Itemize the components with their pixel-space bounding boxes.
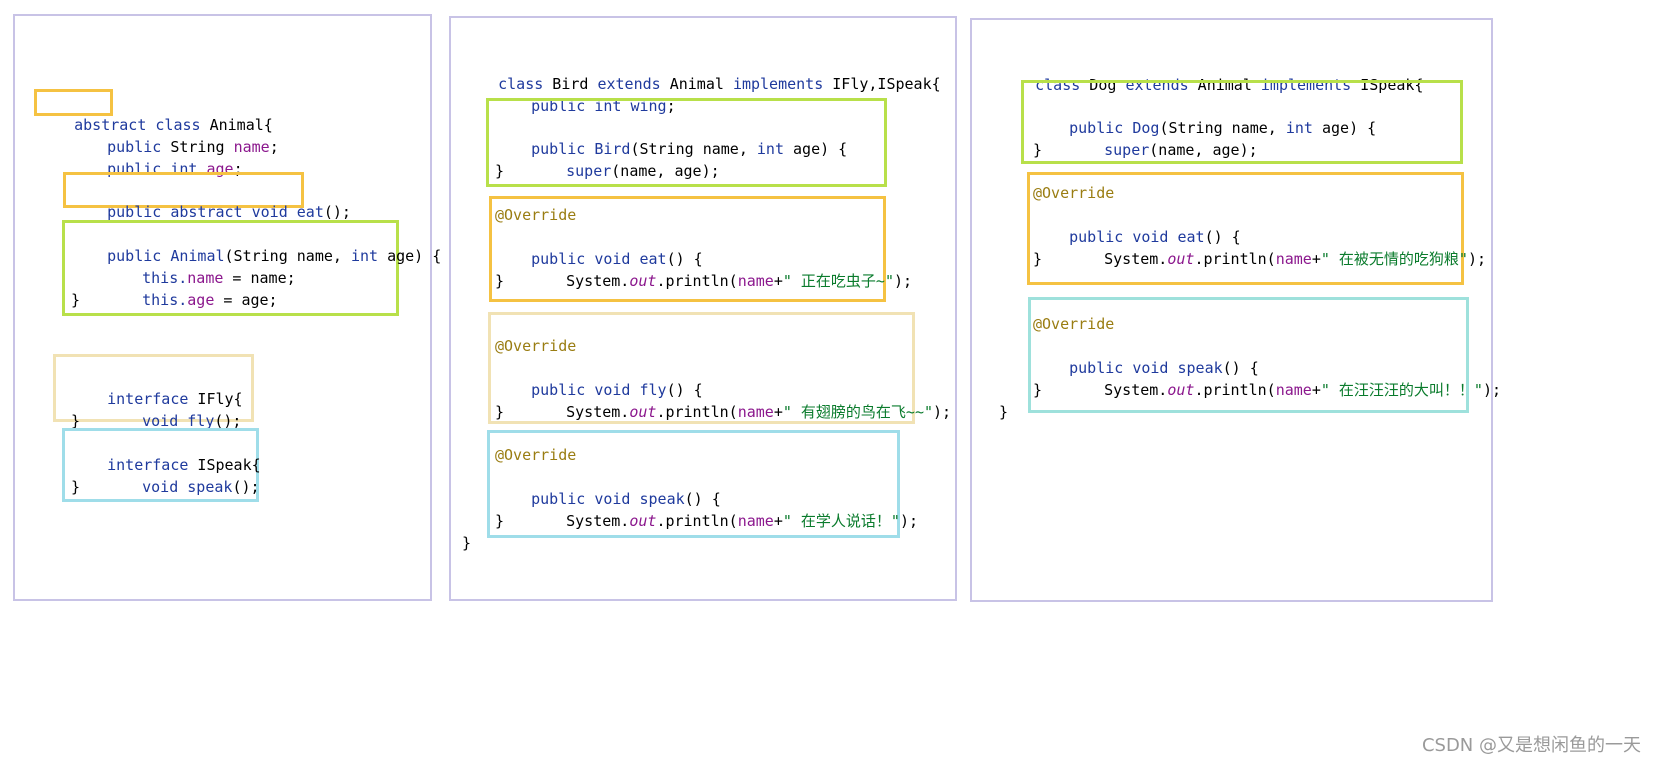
bird-eat-signature: public void eat() {	[531, 250, 703, 268]
watermark: CSDN @又是想闲鱼的一天	[1421, 735, 1641, 756]
bird-speak-annotation: @Override	[495, 446, 577, 464]
bird-constructor-signature: public Bird(String name, int age) {	[531, 140, 848, 158]
ispeak-method: void speak();	[142, 478, 260, 496]
bird-constructor-box	[486, 98, 887, 187]
bird-speak-override-box	[487, 430, 900, 538]
field-name: public String name;	[107, 138, 279, 156]
dog-constructor-box	[1021, 80, 1463, 164]
dog-speak-override-box	[1028, 297, 1469, 413]
bird-fly-annotation: @Override	[495, 337, 577, 355]
animal-panel: abstract class Animal{ public String nam…	[13, 14, 441, 601]
dog-eat-annotation: @Override	[1033, 184, 1115, 202]
ispeak-close-brace: }	[71, 478, 81, 496]
bird-eat-annotation: @Override	[495, 206, 577, 224]
this-age-assignment: this.age = age;	[142, 291, 278, 309]
bird-fly-body: System.out.println(name+" 有翅膀的鸟在飞~~");	[566, 403, 952, 421]
bird-constructor-close: }	[495, 162, 505, 180]
dog-class-close: }	[999, 403, 1009, 421]
ispeak-interface-box	[62, 428, 259, 502]
dog-eat-override-box	[1027, 172, 1464, 285]
abstract-eat-box	[63, 172, 304, 208]
wing-field: public int wing;	[531, 97, 676, 115]
dog-speak-signature: public void speak() {	[1069, 359, 1259, 377]
ifly-close-brace: }	[71, 412, 81, 430]
dog-super-call: super(name, age);	[1104, 141, 1258, 159]
ifly-declaration: interface IFly{	[107, 390, 243, 408]
abstract-eat-method: public abstract void eat();	[107, 203, 351, 221]
dog-eat-signature: public void eat() {	[1069, 228, 1241, 246]
bird-eat-override-box	[489, 196, 886, 302]
bird-fly-close: }	[495, 403, 505, 421]
ispeak-declaration: interface ISpeak{	[107, 456, 261, 474]
dog-constructor-signature: public Dog(String name, int age) {	[1069, 119, 1377, 137]
dog-eat-close: }	[1033, 250, 1043, 268]
abstract-keyword-highlight	[34, 89, 113, 116]
ifly-interface-box	[53, 354, 254, 422]
dog-speak-close: }	[1033, 381, 1043, 399]
dog-panel: class Dog extends Animal implements ISpe…	[970, 18, 1501, 602]
bird-super-call: super(name, age);	[566, 162, 720, 180]
dog-speak-body: System.out.println(name+" 在汪汪汪的大叫！！");	[1104, 381, 1502, 399]
bird-panel: class Bird extends Animal implements IFl…	[449, 16, 957, 601]
animal-class-declaration: abstract class Animal{	[74, 116, 273, 134]
ifly-method: void fly();	[142, 412, 242, 430]
bird-fly-signature: public void fly() {	[531, 381, 703, 399]
bird-speak-body: System.out.println(name+" 在学人说话！");	[566, 512, 919, 530]
bird-speak-signature: public void speak() {	[531, 490, 721, 508]
animal-constructor-signature: public Animal(String name, int age) {	[107, 247, 442, 265]
bird-class-declaration: class Bird extends Animal implements IFl…	[498, 75, 941, 93]
this-name-assignment: this.name = name;	[142, 269, 296, 287]
constructor-close-brace: }	[71, 291, 81, 309]
dog-eat-body: System.out.println(name+" 在被无情的吃狗粮");	[1104, 250, 1487, 268]
dog-speak-annotation: @Override	[1033, 315, 1115, 333]
bird-fly-override-box	[488, 312, 915, 424]
animal-constructor-box	[62, 220, 399, 316]
bird-eat-close: }	[495, 272, 505, 290]
bird-speak-close: }	[495, 512, 505, 530]
bird-class-close: }	[462, 534, 472, 552]
dog-constructor-close: }	[1033, 141, 1043, 159]
bird-eat-body: System.out.println(name+" 正在吃虫子~");	[566, 272, 913, 290]
